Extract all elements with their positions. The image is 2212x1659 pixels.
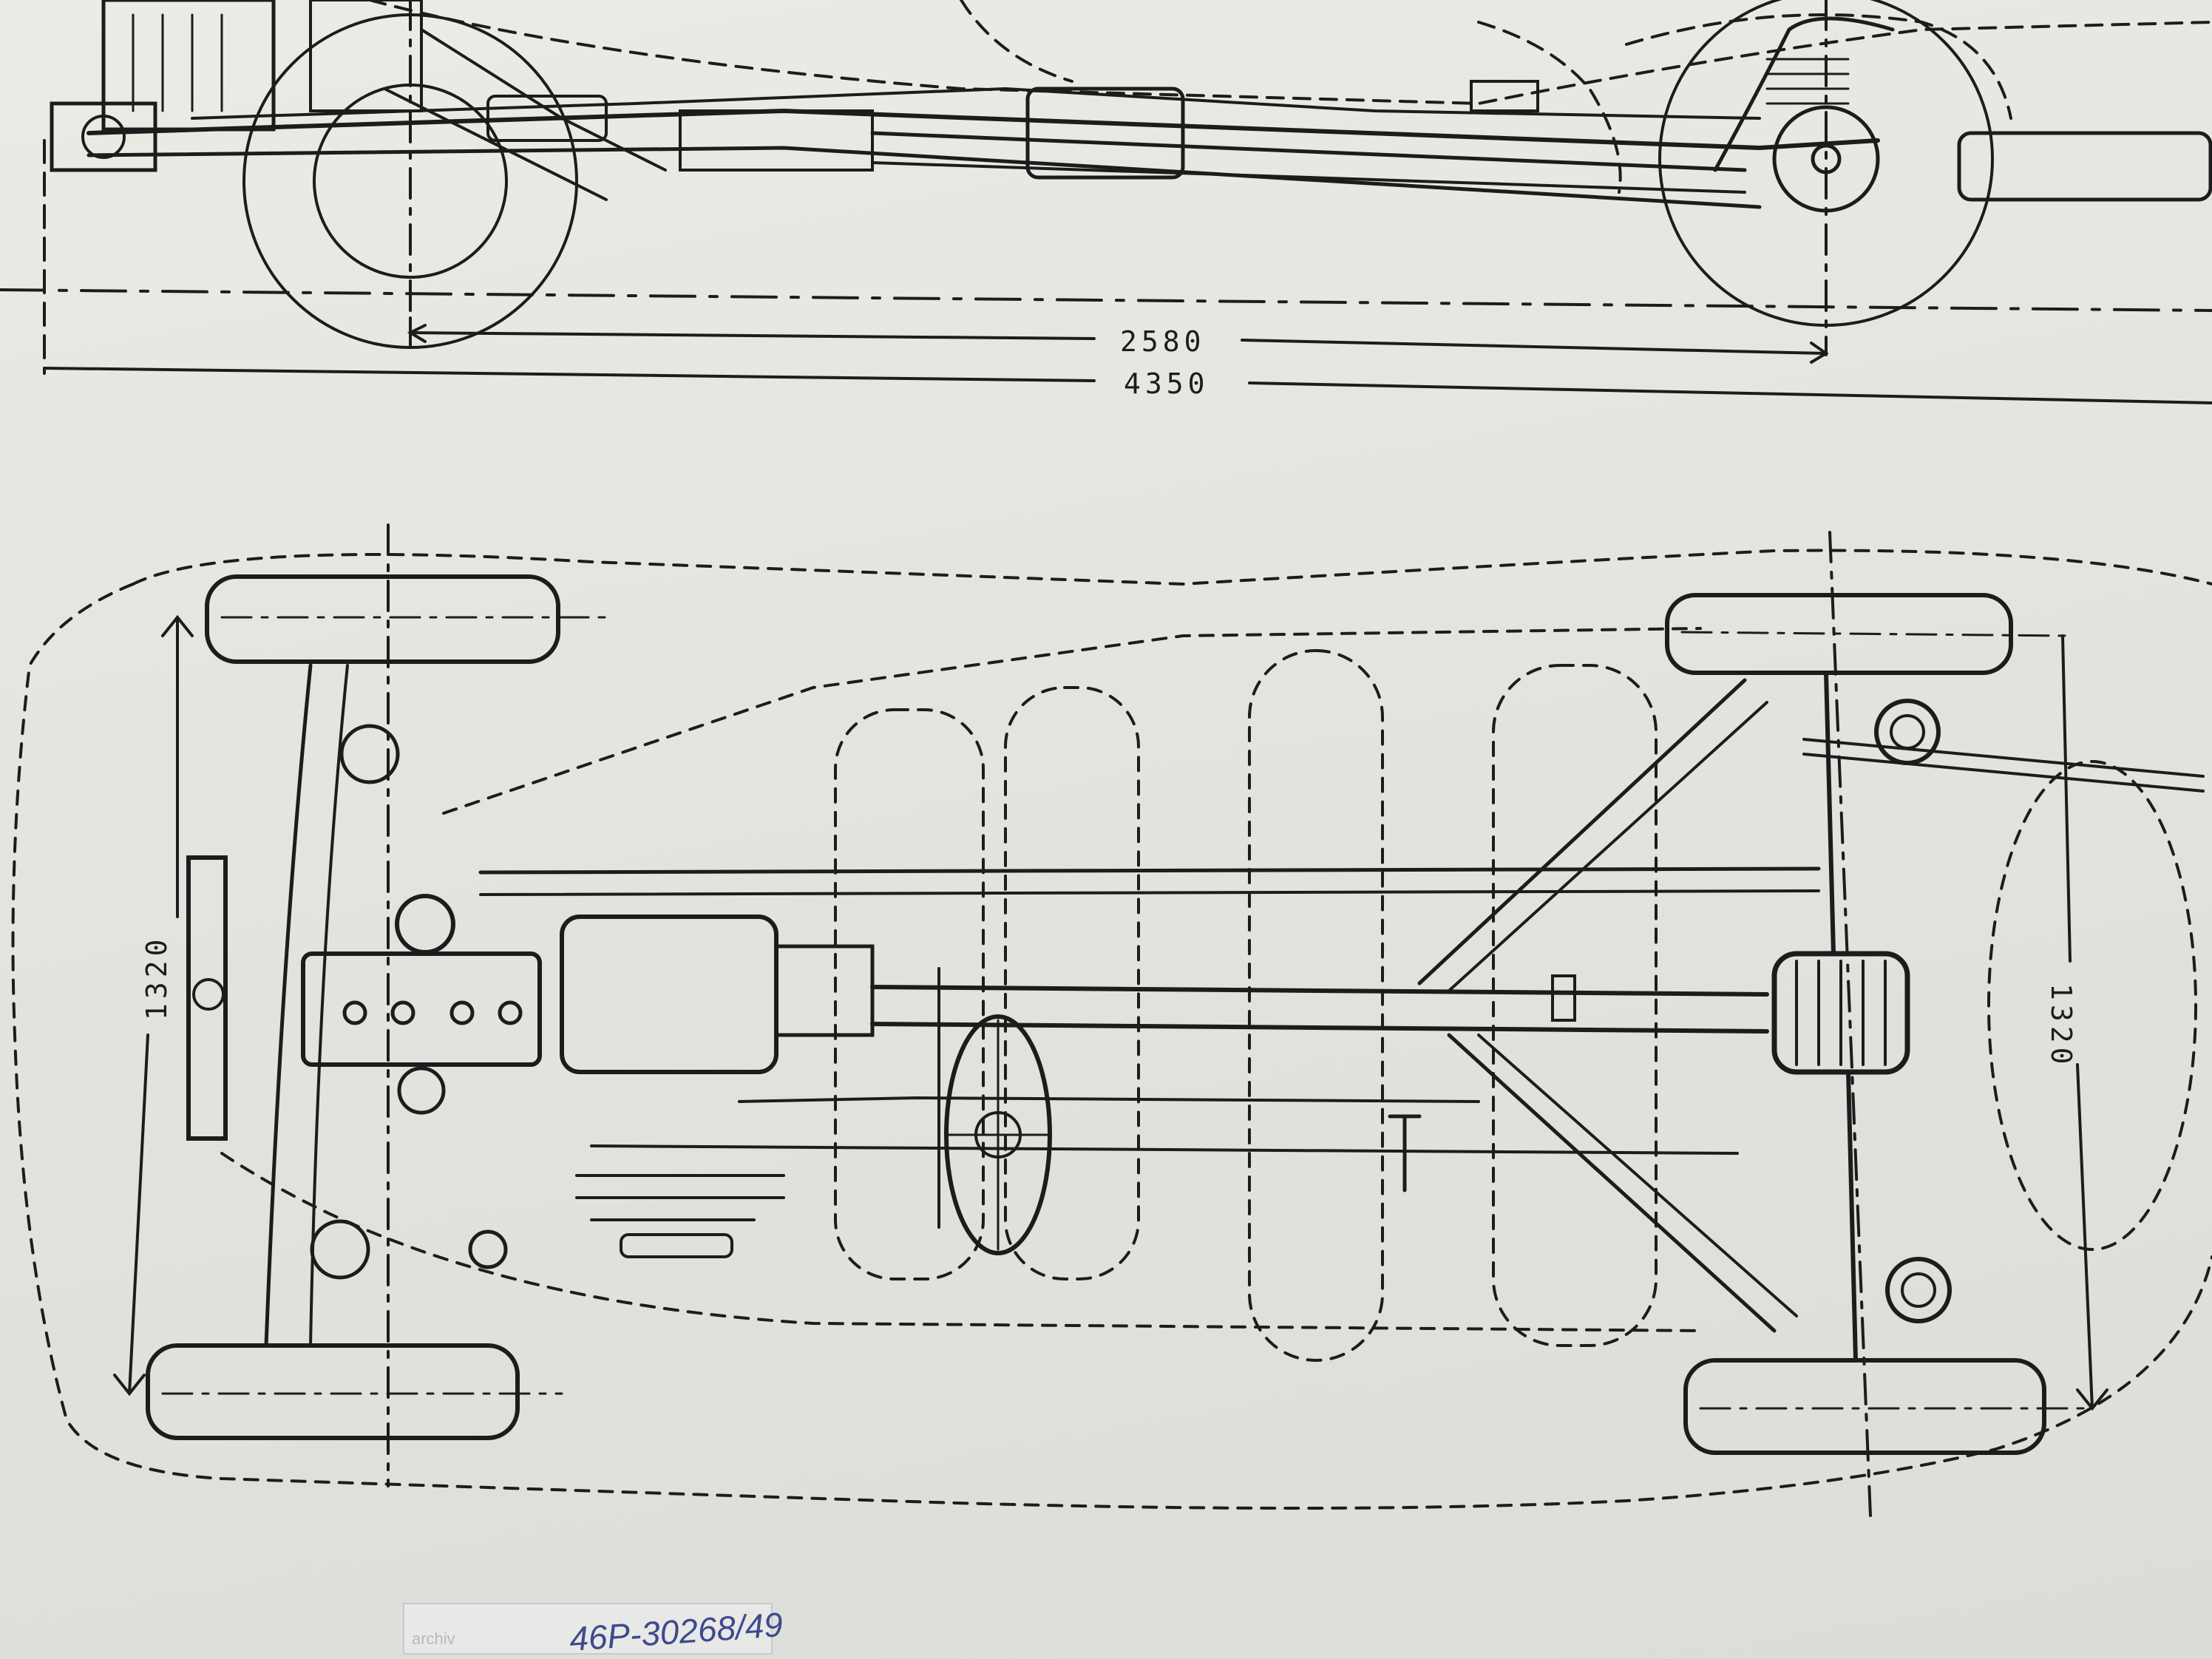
rear-track-dimension-label: 1320 [2045,983,2077,1069]
side-view [0,0,2212,404]
overall-length-dimension-label: 4350 [1124,367,1210,400]
archive-stamp-print: archiv [412,1629,455,1648]
archive-stamp: archiv [403,1603,773,1655]
plan-view [11,523,2212,1517]
front-left-tyre [205,574,560,664]
differential [1771,951,1910,1075]
rear-right-tyre [1683,1358,2046,1455]
front-track-dimension-label: 1320 [140,934,173,1020]
radiator [186,855,228,1141]
rear-wheel-side [1658,0,1994,327]
front-right-tyre [146,1343,520,1440]
gearbox [560,915,778,1074]
wheelbase-dimension-label: 2580 [1120,325,1206,358]
engine-block [301,951,542,1067]
rear-left-tyre [1665,593,2013,675]
